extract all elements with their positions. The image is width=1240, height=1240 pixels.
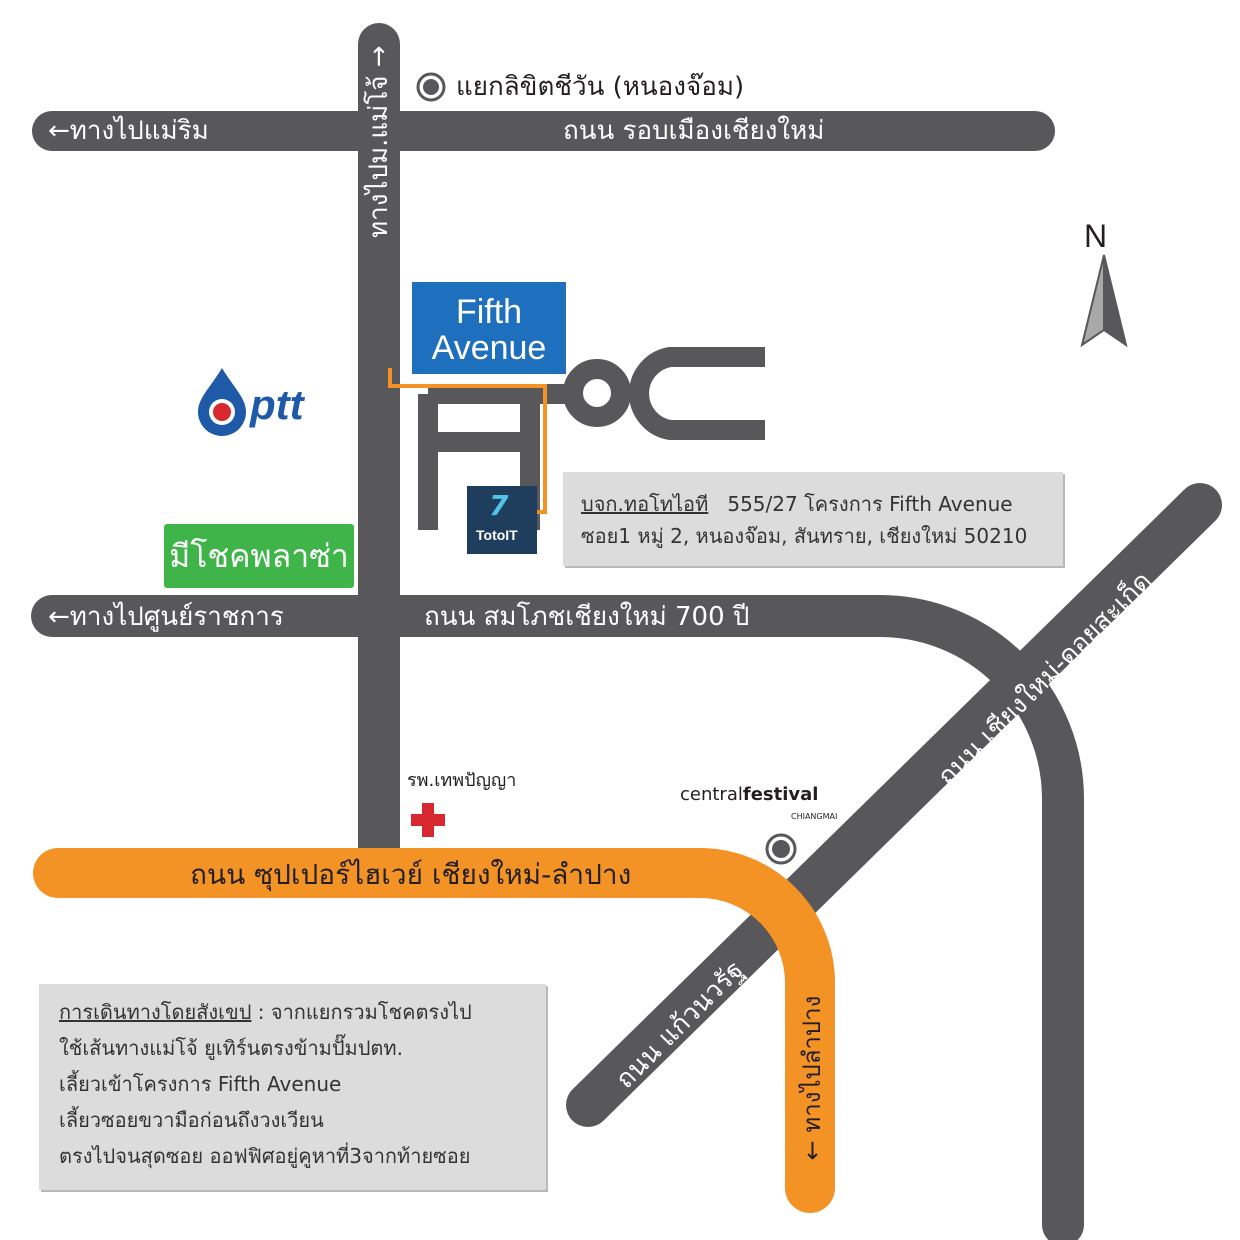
totoit-logo: 7 TotoIT bbox=[467, 486, 537, 554]
directions-line3: เลี้ยวเข้าโครงการ Fifth Avenue bbox=[59, 1072, 342, 1096]
to-govt-center-label: ←ทางไปศูนย์ราชการ bbox=[48, 602, 284, 632]
directions-heading: การเดินทางโดยสังเขป bbox=[59, 1000, 252, 1024]
directions-line1: การเดินทางโดยสังเขป : จากแยกรวมโชคตรงไป bbox=[59, 1002, 472, 1022]
address-rest: 555/27 โครงการ Fifth Avenue bbox=[727, 492, 1013, 516]
compass-arrow-icon bbox=[1080, 254, 1105, 348]
directions-line1-rest: : จากแยกรวมโชคตรงไป bbox=[251, 1000, 472, 1024]
superhighway-label: ถนน ซุปเปอร์ไฮเวย์ เชียงใหม่-ลำปาง bbox=[190, 858, 632, 891]
hospital-label: รพ.เทพปัญญา bbox=[407, 770, 517, 791]
directions-box: การเดินทางโดยสังเขป : จากแยกรวมโชคตรงไป … bbox=[39, 984, 546, 1190]
intersection-marker-dot bbox=[423, 79, 439, 95]
somphot-road-label: ถนน สมโภชเชียงใหม่ 700 ปี bbox=[424, 602, 750, 632]
central-marker-dot bbox=[772, 840, 790, 858]
central-bold: festival bbox=[742, 784, 819, 805]
route-path bbox=[388, 368, 547, 514]
directions-line4: เลี้ยวซอยขวามือก่อนถึงวงเวียน bbox=[59, 1108, 324, 1132]
ptt-logo: ptt bbox=[250, 381, 304, 428]
central-city-label: CHIANGMAI bbox=[791, 812, 838, 821]
to-lampang-label: ← ทางไปลำปาง bbox=[798, 995, 826, 1161]
intersection-label: แยกลิขิตชีวัน (หนองจ๊อม) bbox=[456, 72, 745, 102]
to-maerim-label: ←ทางไปแม่ริม bbox=[48, 116, 209, 146]
fifth-avenue-line1: Fifth bbox=[455, 293, 523, 331]
to-maejo-label: ทางไปม.แม่โจ้ → bbox=[364, 45, 394, 238]
central-festival-logo: centralfestival bbox=[680, 786, 818, 804]
central-prefix: central bbox=[680, 784, 743, 805]
compass-arrow-shade bbox=[1103, 254, 1128, 348]
superhighway bbox=[33, 848, 835, 1213]
plaza-sign: มีโชคพลาซ่า bbox=[164, 524, 354, 588]
fifth-avenue-sign: Fifth Avenue bbox=[412, 282, 566, 374]
company-name: บจก.ทอโทไอที bbox=[581, 492, 709, 516]
diagonal-road bbox=[566, 483, 1222, 1127]
ptt-drop-core bbox=[213, 403, 231, 421]
totoit-wordmark: TotoIT bbox=[476, 527, 518, 543]
address-line2: ซอย1 หมู่ 2, หนองจ๊อม, สันทราย, เชียงใหม… bbox=[581, 524, 1028, 548]
address-line1: บจก.ทอโทไอที 555/27 โครงการ Fifth Avenue bbox=[581, 494, 1013, 514]
fifth-avenue-line2: Avenue bbox=[431, 329, 547, 367]
ring-road-label: ถนน รอบเมืองเชียงใหม่ bbox=[563, 116, 825, 146]
address-box: บจก.ทอโทไอที 555/27 โครงการ Fifth Avenue… bbox=[563, 472, 1063, 566]
totoit-mark-icon: 7 bbox=[489, 489, 509, 522]
hospital-cross-bar bbox=[411, 814, 445, 826]
somphot-road bbox=[31, 595, 1084, 1240]
compass-north-label: N bbox=[1084, 218, 1108, 254]
directions-line2: ใช้เส้นทางแม่โจ้ ยูเทิร์นตรงข้ามปั๊มปตท. bbox=[59, 1036, 403, 1060]
soi-loop bbox=[629, 347, 765, 440]
fifth-avenue-soi bbox=[418, 384, 575, 530]
roundabout bbox=[563, 359, 631, 427]
directions-line5: ตรงไปจนสุดซอย ออฟฟิศอยู่คูหาที่3จากท้ายซ… bbox=[59, 1144, 471, 1168]
